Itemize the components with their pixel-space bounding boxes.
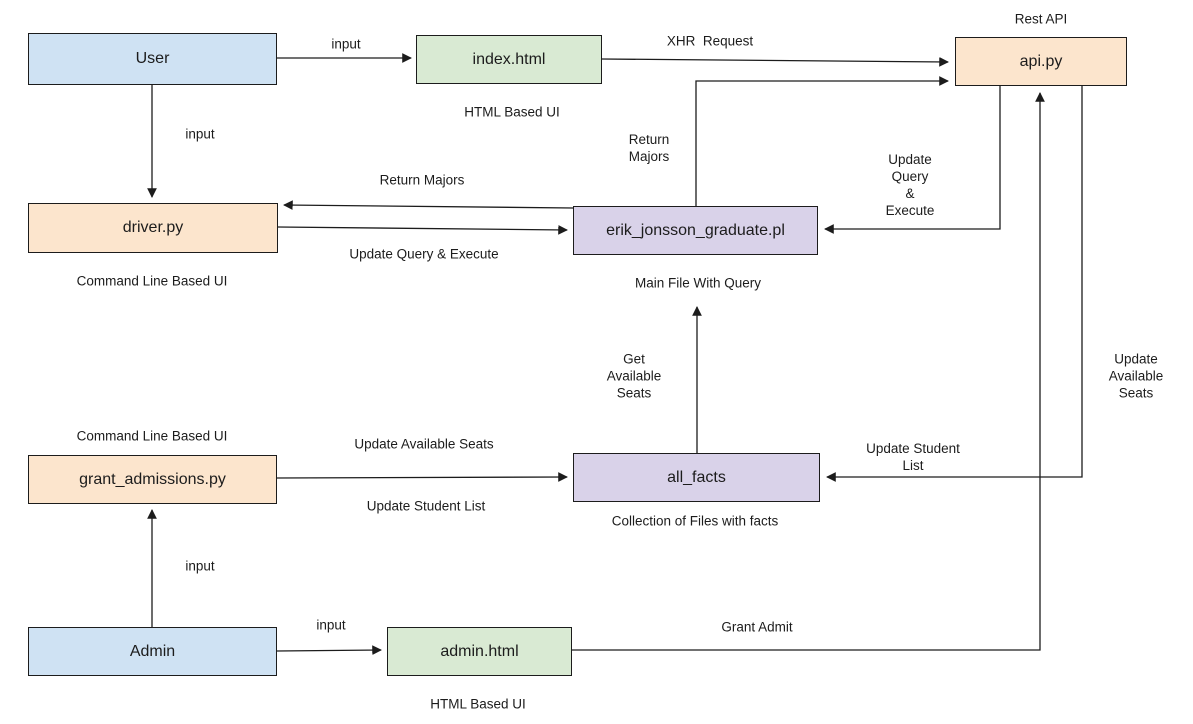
caption-collection-of-facts: Collection of Files with facts [611, 513, 779, 529]
node-index-html-label: index.html [472, 50, 546, 68]
edge-label-update-student-list: Update Student List [366, 498, 486, 514]
caption-cmdline-ui-grant: Command Line Based UI [76, 428, 228, 444]
edge-erik-api [695, 76, 949, 206]
node-driver-py: driver.py [28, 203, 278, 253]
caption-html-based-ui-top: HTML Based UI [464, 104, 560, 120]
node-grant-admissions-py: grant_admissions.py [28, 455, 277, 504]
caption-html-based-ui-bottom: HTML Based UI [430, 696, 526, 712]
node-erik-label: erik_jonsson_graduate.pl [606, 221, 785, 239]
edge-grant-allfacts [276, 472, 568, 482]
node-all-facts-label: all_facts [667, 468, 726, 486]
node-all-facts: all_facts [573, 453, 820, 502]
node-user-label: User [135, 50, 170, 67]
edge-label-grant-admit: Grant Admit [721, 619, 793, 635]
node-admin-label: Admin [129, 642, 176, 660]
node-admin: Admin [28, 627, 277, 676]
edge-erik-driver [283, 200, 574, 210]
edge-label-return-majors-vertical: Return Majors [628, 132, 670, 164]
edge-label-update-student-2line: Update Student List [866, 441, 960, 473]
edge-admin-adminhtml [276, 645, 382, 655]
edge-label-input-admin-adminhtml: input [316, 617, 346, 633]
node-driver-py-label: driver.py [122, 219, 184, 236]
edge-adminhtml-api [572, 92, 1045, 651]
edge-label-get-available-seats: Get Available Seats [606, 351, 662, 401]
caption-cmdline-ui-driver: Command Line Based UI [76, 273, 228, 289]
caption-main-file-query: Main File With Query [634, 275, 762, 291]
node-erik-jonsson-graduate: erik_jonsson_graduate.pl [573, 206, 818, 255]
node-index-html: index.html [416, 35, 602, 84]
edge-label-input-user-index: input [331, 36, 361, 52]
caption-rest-api: Rest API [1014, 11, 1068, 27]
node-grant-label: grant_admissions.py [79, 470, 226, 488]
edge-api-erik [824, 86, 1001, 234]
edge-label-update-query-vertical: Update Query & Execute [885, 152, 935, 218]
node-user: User [28, 33, 277, 85]
edge-index-api [601, 57, 949, 67]
node-api-py-label: api.py [1019, 52, 1063, 70]
edge-driver-erik [277, 225, 568, 235]
edge-label-xhr-request: XHR Request [666, 33, 754, 49]
edge-label-input-admin-grant: input [185, 558, 215, 574]
edge-label-update-query-execute: Update Query & Execute [349, 246, 499, 262]
edge-api-allfacts [826, 86, 1083, 482]
node-admin-html: admin.html [387, 627, 572, 676]
edge-label-update-available-right: Update Available Seats [1108, 351, 1164, 401]
node-admin-html-label: admin.html [440, 642, 519, 660]
edge-label-return-majors: Return Majors [379, 172, 465, 188]
edge-label-update-available-seats: Update Available Seats [354, 436, 494, 452]
edge-label-input-user-driver: input [185, 126, 215, 142]
node-api-py: api.py [955, 37, 1127, 86]
